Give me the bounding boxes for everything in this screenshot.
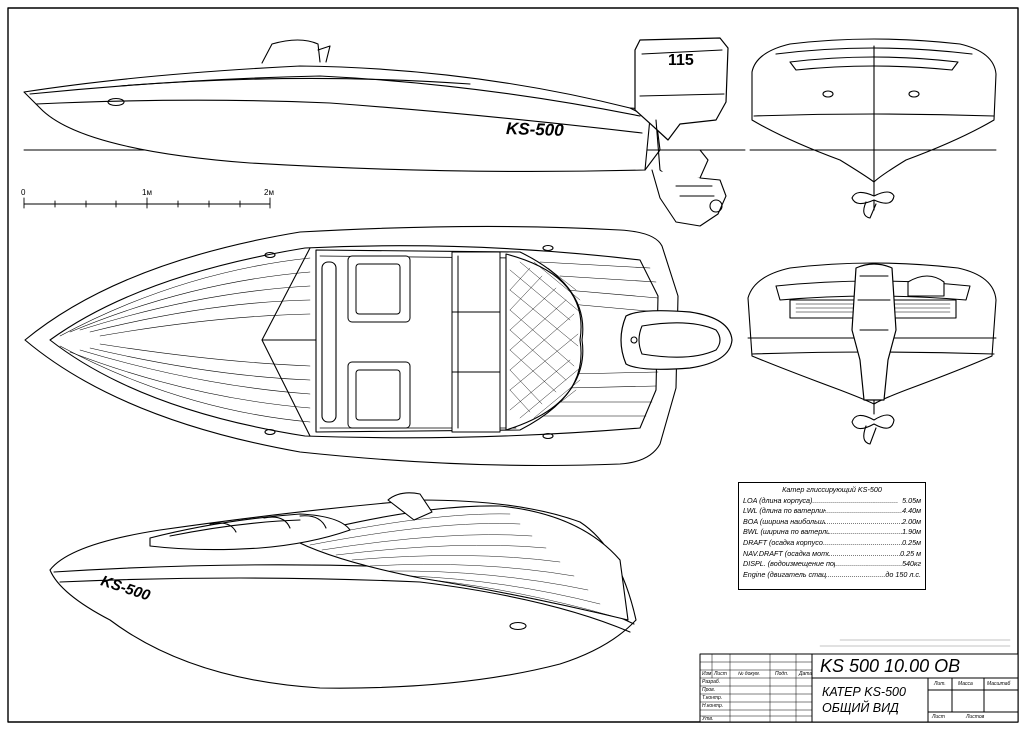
scale-label-0: 0 (21, 188, 26, 197)
deck-planking (59, 257, 659, 423)
tb-nkontr: Н.контр. (702, 703, 724, 709)
tb-massa: Масса (958, 681, 973, 687)
tb-tkontr: Т.контр. (702, 695, 723, 701)
stern-view (747, 262, 997, 445)
isometric-view (49, 492, 637, 689)
tb-razrab: Разраб. (702, 679, 721, 685)
scale-label-2: 2м (264, 188, 274, 197)
tb-listov: Листов (966, 714, 985, 720)
engine-badge: 115 (668, 52, 694, 69)
spec-row: BWL (ширина по ватерлинии)..............… (743, 527, 921, 537)
spec-row: LWL (длина по ватерлинии)...............… (743, 506, 921, 516)
outboard-rear (851, 263, 897, 401)
tb-izm: Изм (702, 671, 712, 677)
tb-sign-col: Подп. (775, 671, 789, 677)
spec-row: NAV.DRAFT (осадка мотором)..............… (743, 548, 921, 558)
plan-view (24, 225, 733, 467)
tb-prov: Пров. (702, 687, 716, 693)
drawing-name: КАТЕР KS-500 ОБЩИЙ ВИД (822, 685, 906, 715)
side-model-label: KS-500 (505, 119, 564, 141)
scale-label-1: 1м (142, 188, 152, 197)
title-block (699, 639, 1019, 723)
side-hull (23, 65, 651, 173)
spec-row: BOA (ширина наибольшая).................… (743, 516, 921, 526)
outboard-top (620, 310, 733, 370)
side-view (23, 37, 746, 227)
drawing-code: KS 500 10.00 OB (820, 656, 961, 676)
spec-table: Катер глиссирующий KS-500 LOA (длина кор… (738, 482, 926, 590)
tb-lit: Лит. (934, 681, 946, 687)
seats (347, 251, 501, 433)
scale-bar (23, 197, 271, 209)
spec-row: DRAFT (осадка корпусом).................… (743, 537, 921, 547)
outboard-cowl (634, 37, 729, 141)
tb-list: Лист (932, 714, 945, 720)
tb-date-col: Дата (799, 671, 813, 677)
front-view (749, 38, 997, 219)
spec-row: DISPL. (водоизмещение порожнем).........… (743, 559, 921, 569)
sheet-frame (7, 7, 1019, 723)
tb-utv: Утв. (702, 716, 714, 722)
spec-row: LOA (длина корпуса).....................… (743, 495, 921, 505)
tb-masshtab: Масштаб (987, 681, 1011, 687)
spec-title: Катер глиссирующий KS-500 (782, 485, 882, 494)
spec-row: Engine (двигатель стационарный).........… (743, 569, 921, 579)
tb-doc-col: № докум. (738, 671, 761, 677)
tb-list-col: Лист (714, 671, 727, 677)
